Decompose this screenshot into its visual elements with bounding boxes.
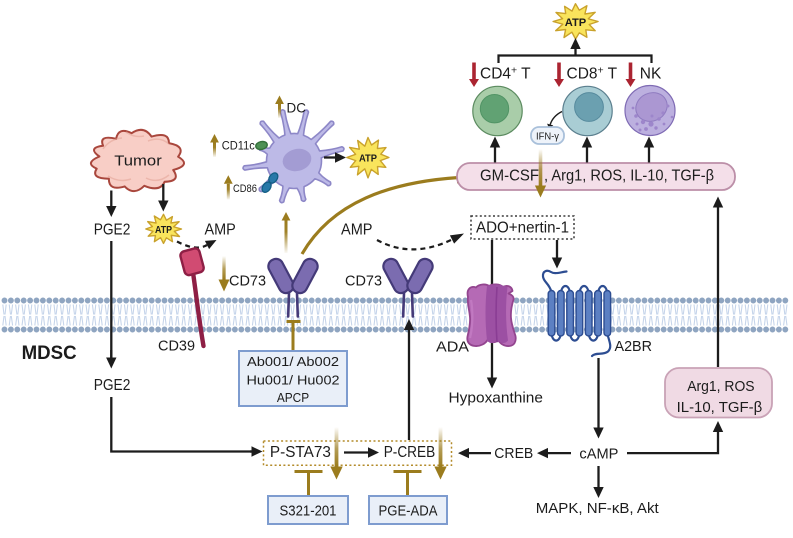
- svg-text:P-CREB: P-CREB: [384, 444, 436, 461]
- svg-text:S321-201: S321-201: [280, 503, 337, 520]
- svg-text:CD86: CD86: [233, 183, 257, 195]
- svg-text:ATP: ATP: [155, 225, 172, 236]
- svg-text:ATP: ATP: [359, 152, 377, 164]
- svg-text:ADA: ADA: [436, 340, 469, 356]
- svg-text:Hypoxanthine: Hypoxanthine: [449, 391, 544, 407]
- svg-text:Tumor: Tumor: [114, 153, 162, 170]
- svg-text:GM-CSF: GM-CSF: [480, 168, 539, 185]
- svg-text:ATP: ATP: [565, 17, 587, 29]
- svg-text:APCP: APCP: [277, 390, 309, 405]
- svg-text:ADO+nertin-1: ADO+nertin-1: [476, 220, 569, 237]
- svg-text:AMP: AMP: [341, 222, 373, 239]
- svg-text:A2BR: A2BR: [615, 339, 653, 355]
- svg-text:MDSC: MDSC: [22, 342, 77, 364]
- svg-text:NK: NK: [640, 66, 662, 83]
- svg-text:, Arg1, ROS, IL-10, TGF-β: , Arg1, ROS, IL-10, TGF-β: [544, 168, 714, 185]
- svg-text:MAPK, NF-κB, Akt: MAPK, NF-κB, Akt: [536, 500, 660, 517]
- svg-text:CD8+ T: CD8+ T: [567, 65, 618, 83]
- svg-text:CD39: CD39: [158, 339, 195, 355]
- svg-text:CD4+ T: CD4+ T: [480, 65, 531, 83]
- svg-text:PGE2: PGE2: [94, 222, 131, 239]
- svg-text:CD73: CD73: [345, 274, 382, 290]
- svg-text:CREB: CREB: [494, 445, 533, 462]
- svg-text:CD11c: CD11c: [222, 141, 255, 153]
- svg-text:CD73: CD73: [229, 273, 266, 289]
- svg-text:Ab001/ Ab002: Ab001/ Ab002: [247, 354, 339, 369]
- svg-text:P-STA73: P-STA73: [270, 444, 331, 461]
- svg-text:Arg1, ROS: Arg1, ROS: [687, 378, 754, 395]
- svg-text:IFN-γ: IFN-γ: [536, 131, 560, 143]
- svg-text:IL-10, TGF-β: IL-10, TGF-β: [677, 399, 763, 416]
- svg-text:AMP: AMP: [205, 222, 236, 239]
- svg-text:DC: DC: [287, 99, 306, 115]
- svg-text:PGE-ADA: PGE-ADA: [379, 503, 438, 520]
- svg-text:Hu001/ Hu002: Hu001/ Hu002: [247, 372, 340, 387]
- svg-text:cAMP: cAMP: [579, 445, 618, 462]
- svg-text:PGE2: PGE2: [94, 377, 131, 394]
